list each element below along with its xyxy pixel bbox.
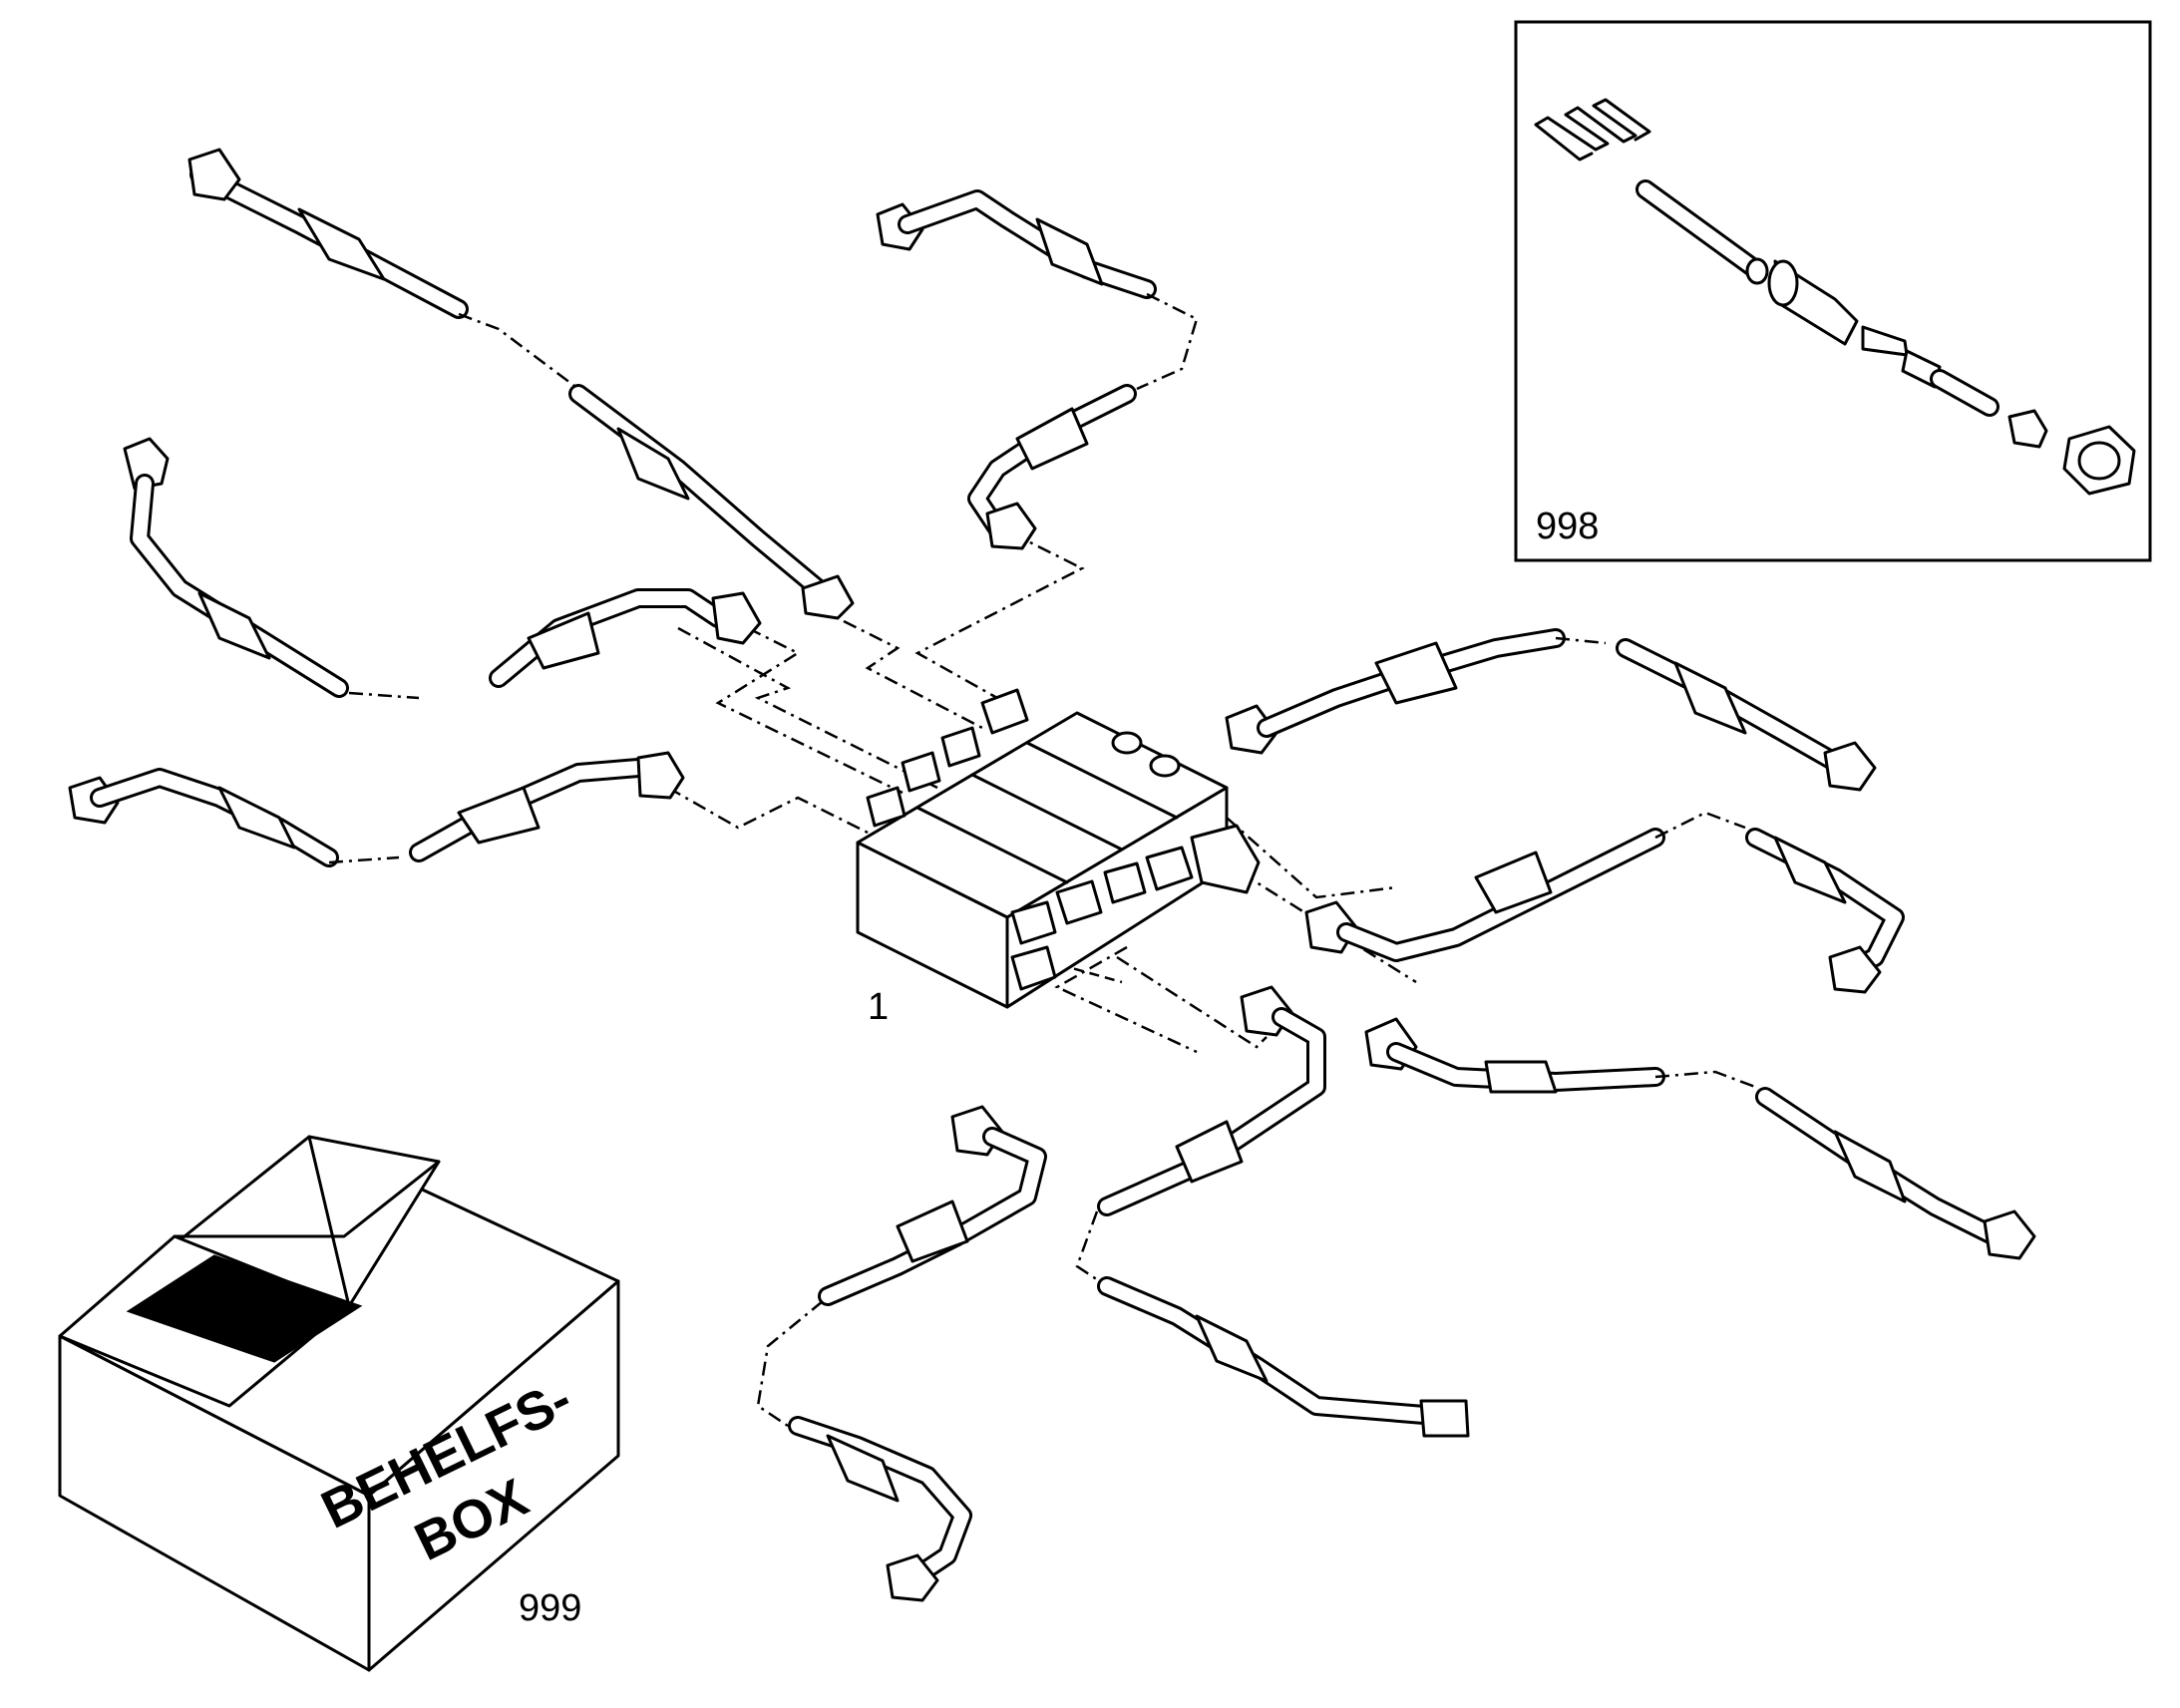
callout-998: 998 [1536,506,1599,547]
spring-icon [1534,98,1651,162]
pipe-fitting-icon [68,751,685,867]
callout-1: 1 [868,986,889,1028]
pipe-fitting-icon [1225,628,1877,792]
hex-nut-icon [2062,425,2136,496]
distributor-valve-block-icon: 1 [856,688,1261,1028]
repair-kit-inset: 998 [1514,20,2152,562]
pipe-fitting-icon [876,189,1199,550]
pipe-fitting-icon [1304,811,1905,994]
compression-ferrule-icon [1861,325,1999,417]
pipe-fitting-icon [1364,1017,2036,1260]
block-fitting-icon [866,688,1261,991]
union-fitting-icon [1767,259,1859,346]
pipe-fitting-icon [123,437,762,700]
pipe-fitting-icon [1075,985,1470,1438]
cardboard-box-icon: BEHELFS- BOX [58,1135,620,1672]
pipe-fitting-icon [187,148,855,620]
pipe-fitting-icon [756,1105,1047,1602]
callout-999: 999 [519,1587,581,1629]
pipe-sleeve-icon [1635,179,1769,285]
olive-ring-icon [2007,409,2048,449]
